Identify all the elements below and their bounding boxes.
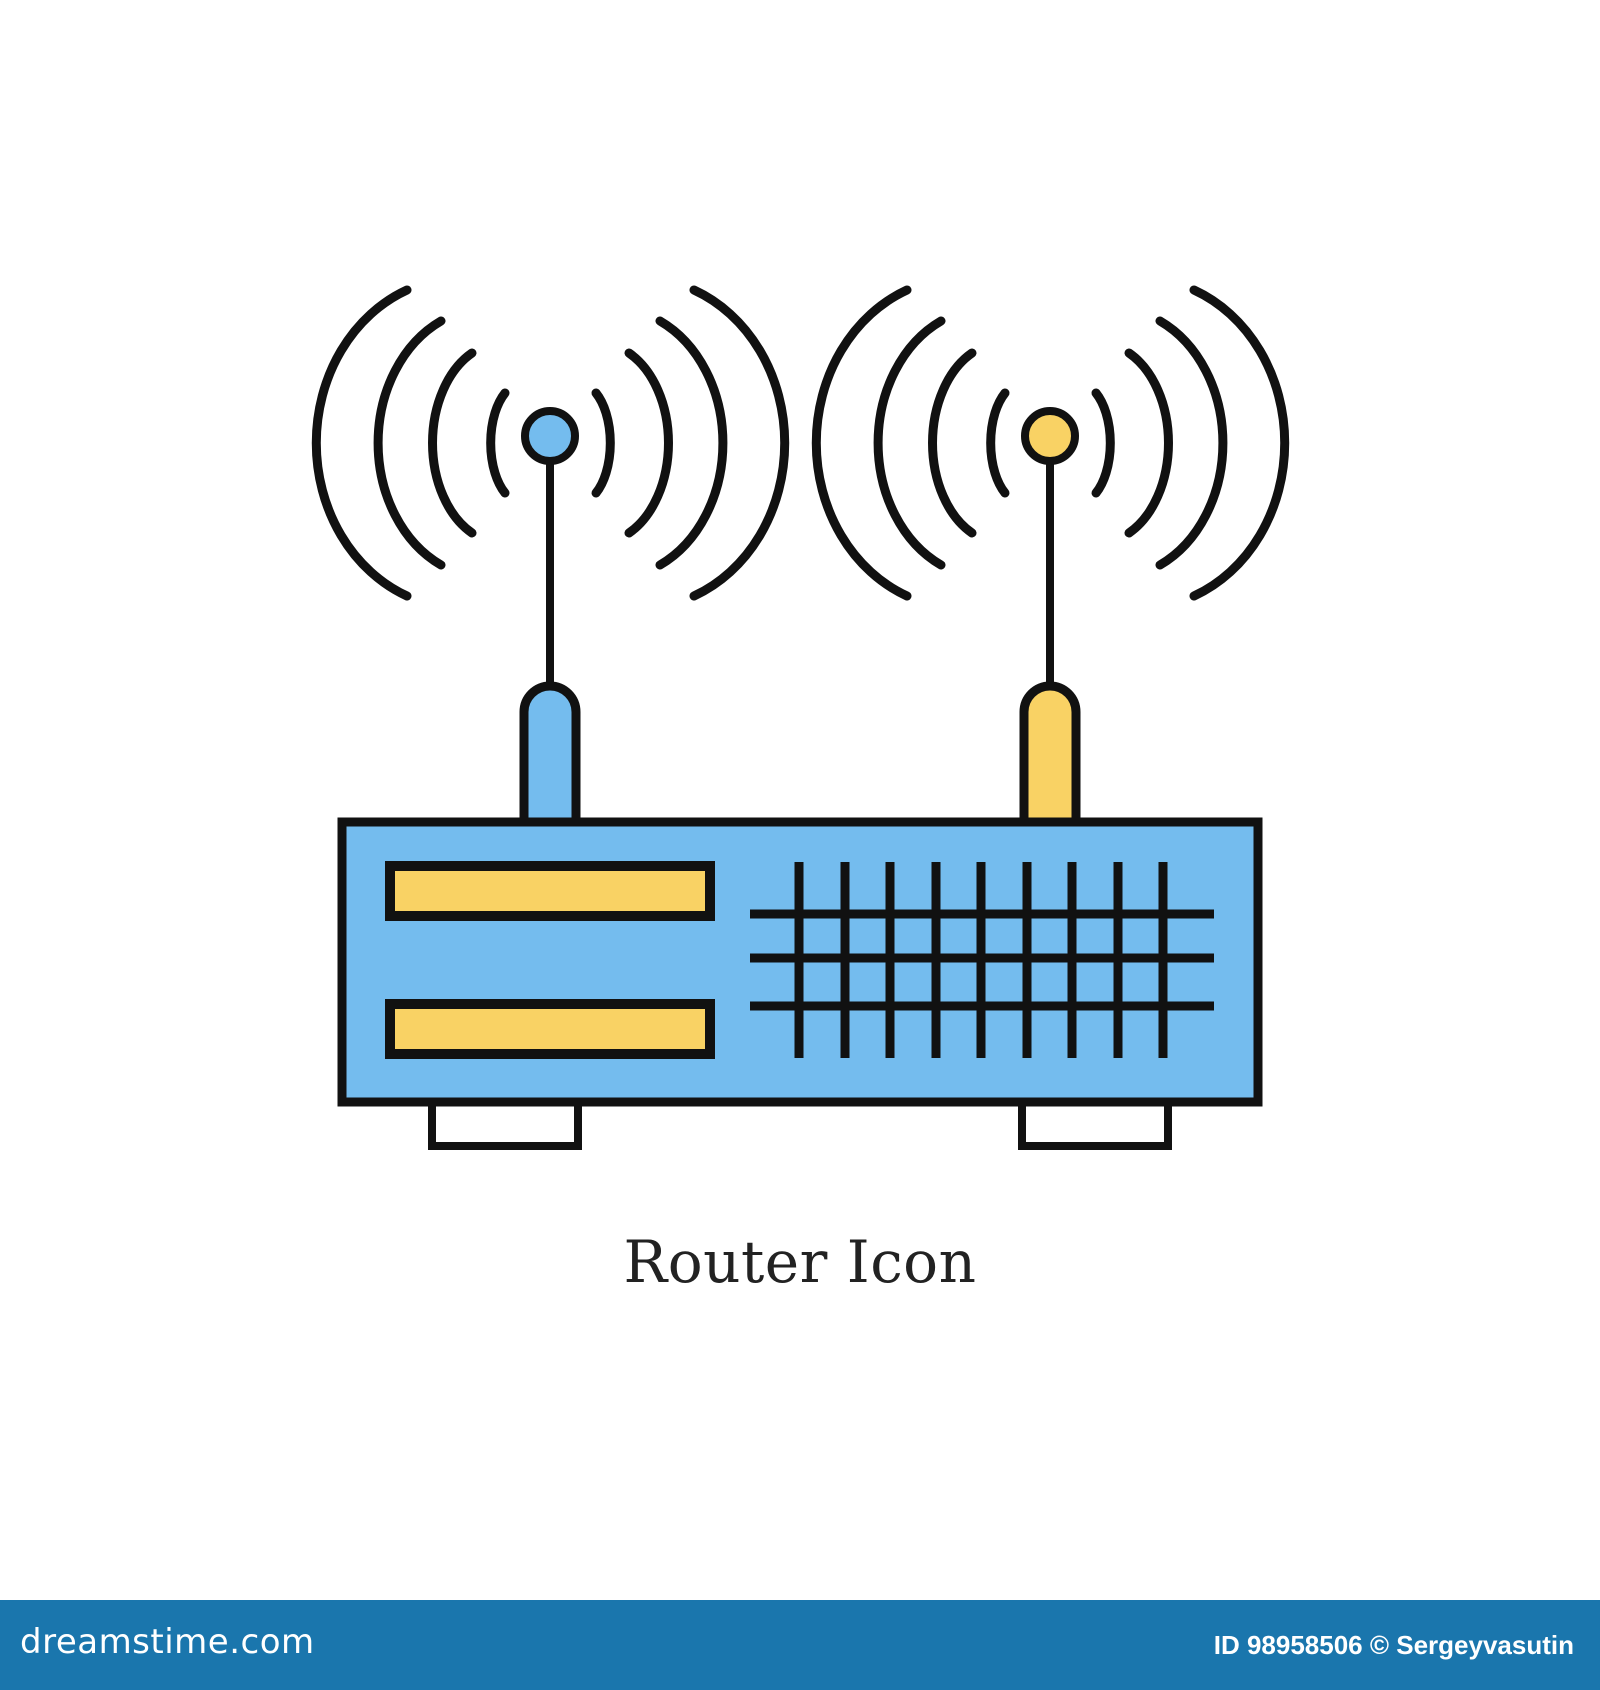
- antenna-tip-left: [521, 407, 579, 465]
- wave-arc: [373, 316, 446, 570]
- image-credit: ID 98958506 © Sergeyvasutin: [1213, 1630, 1574, 1660]
- router-slot-bottom: [385, 999, 715, 1059]
- router-foot-right: [1018, 1096, 1172, 1150]
- wave-arc: [624, 348, 673, 538]
- wave-arc: [811, 285, 912, 601]
- wave-arc: [591, 388, 615, 498]
- icon-caption: Router Icon: [623, 1228, 977, 1296]
- wave-arc: [1124, 348, 1173, 538]
- wave-arc: [486, 388, 510, 498]
- antenna-base-left: [519, 681, 581, 822]
- watermark-footer-bar: dreamstime.com ID 98958506 © Sergeyvasut…: [0, 1600, 1600, 1690]
- wave-arc: [655, 316, 728, 570]
- router-foot-left: [428, 1096, 582, 1150]
- router-slot-top: [385, 861, 715, 921]
- wave-arc: [1091, 388, 1115, 498]
- router-vent-grille: [750, 862, 1214, 1058]
- router-icon: [311, 285, 1290, 1150]
- antenna-base-right: [1019, 681, 1081, 822]
- wave-arc: [1155, 316, 1228, 570]
- wave-arc: [928, 348, 977, 538]
- wave-arc: [986, 388, 1010, 498]
- wave-arc: [873, 316, 946, 570]
- antenna-tip-right: [1021, 407, 1079, 465]
- wave-arc: [1189, 285, 1290, 601]
- wave-arc: [428, 348, 477, 538]
- wave-arc: [689, 285, 790, 601]
- wave-arc: [311, 285, 412, 601]
- dreamstime-logo: dreamstime.com: [20, 1622, 315, 1662]
